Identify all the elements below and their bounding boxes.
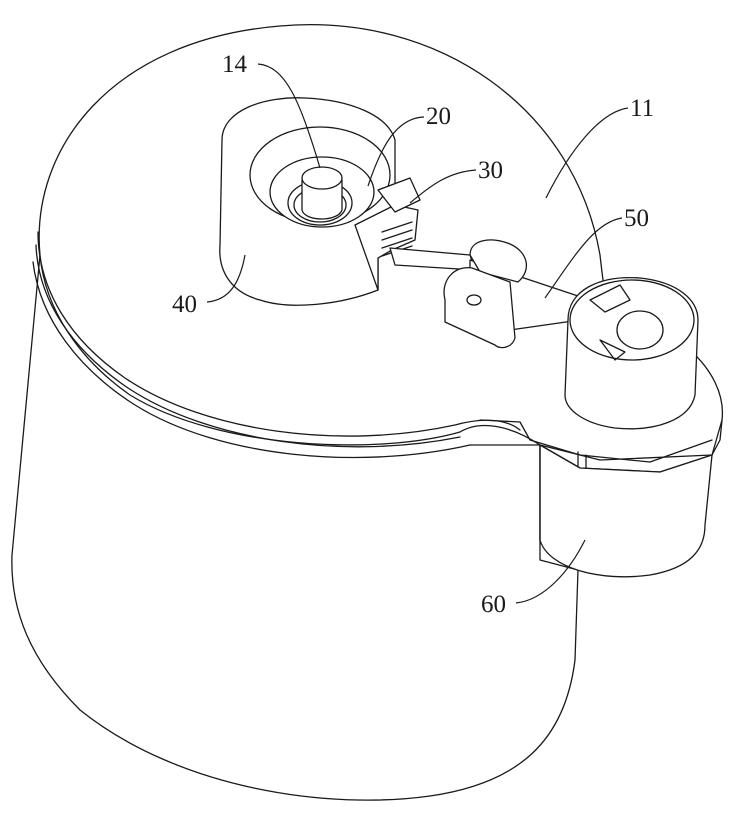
linkage-50 (389, 239, 591, 349)
pivot-post-clamp (589, 284, 631, 313)
bearing-assembly (219, 97, 421, 306)
leader-lines (206, 63, 629, 604)
leader-14 (257, 63, 321, 169)
bracket (443, 267, 516, 349)
pivot-post (564, 276, 699, 430)
pivot-boss (469, 239, 528, 283)
label-40: 40 (172, 291, 197, 318)
leader-40 (206, 254, 246, 303)
clamp-slot-lines (381, 221, 413, 257)
motor-60 (539, 444, 713, 578)
label-11: 11 (630, 95, 654, 122)
bracket-hole (466, 294, 482, 306)
pivot-post-notch (599, 339, 626, 361)
reference-labels: 14 20 30 11 50 40 60 (172, 51, 654, 618)
housing-rim-line-3 (32, 261, 471, 459)
leader-50 (544, 217, 623, 299)
label-20: 20 (426, 103, 451, 130)
label-50: 50 (624, 205, 649, 232)
pivot-post-bore (616, 310, 664, 350)
leader-60 (515, 539, 586, 604)
housing-rim-line-1 (37, 231, 521, 437)
housing-rim-line-2 (35, 244, 461, 448)
housing-lobe-edge (479, 419, 713, 463)
leader-11 (545, 107, 629, 199)
label-30: 30 (478, 157, 503, 184)
clamp-block-top (377, 177, 421, 213)
motor-body (539, 444, 713, 578)
label-14: 14 (222, 51, 248, 78)
shaft-14 (301, 179, 343, 220)
label-60: 60 (481, 591, 506, 618)
housing-side-notch (577, 451, 587, 471)
leader-30 (409, 169, 477, 204)
leader-20 (367, 116, 425, 187)
housing-lobe-side (711, 419, 723, 456)
shaft-14-top (301, 166, 343, 190)
